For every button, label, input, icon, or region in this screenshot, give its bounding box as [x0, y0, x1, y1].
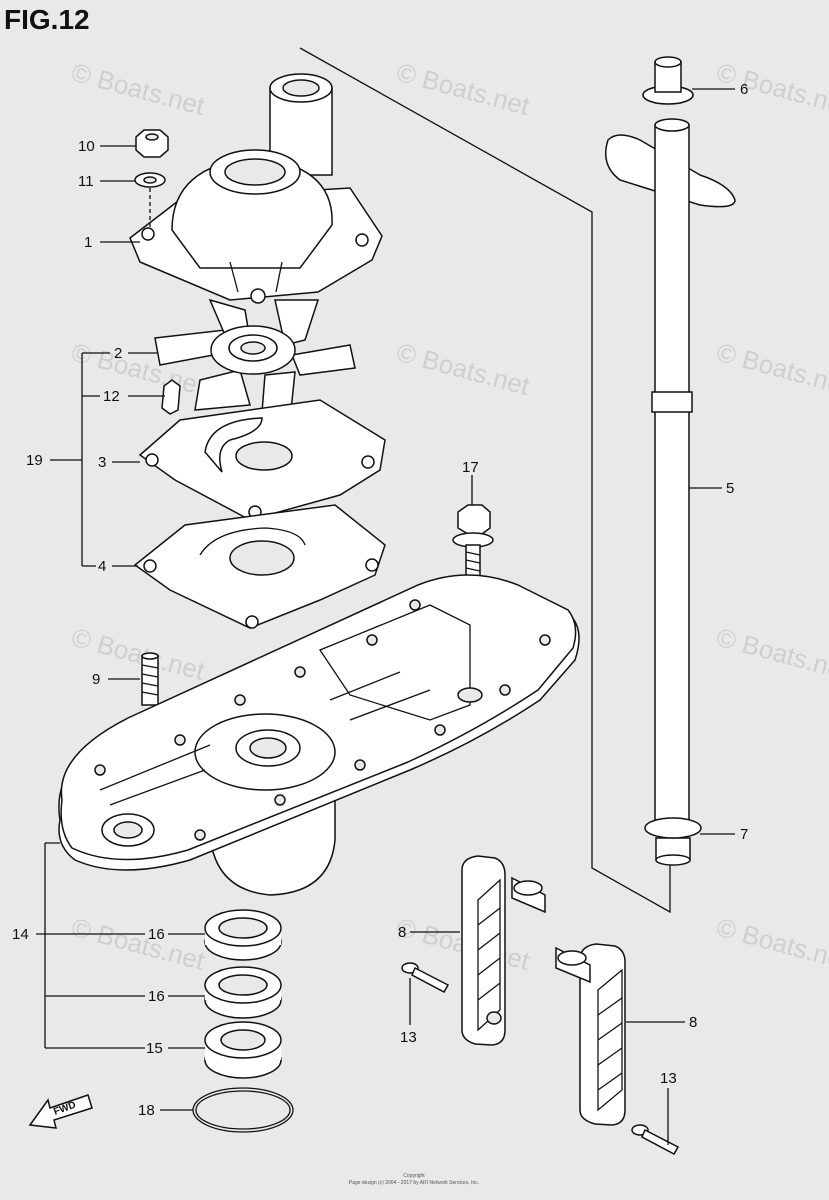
callout-16-lower: 16: [148, 988, 165, 1005]
lower-case-part-14: [58, 574, 580, 896]
callout-13-right: 13: [660, 1070, 677, 1087]
callout-17: 17: [462, 459, 479, 476]
key-part-12: [161, 379, 181, 415]
grommet-part-6: [642, 56, 694, 105]
callout-5: 5: [726, 480, 734, 497]
oil-seal-part-16-lower: [204, 966, 282, 1019]
callout-13-left: 13: [400, 1029, 417, 1046]
pin-part-9: [141, 652, 159, 706]
impeller-part-2: [154, 298, 356, 421]
callout-labels: 10 11 1 2 12 19 3 4 9 17 6 5 7 8 8 13 13…: [12, 81, 748, 1119]
screen-part-8-right: [555, 943, 626, 1126]
washer-part-11: [134, 172, 166, 188]
callout-18: 18: [138, 1102, 155, 1119]
watermark: © Boats.net: [68, 57, 208, 121]
plate-part-3: [138, 399, 386, 521]
assembly-reference-line: [299, 47, 671, 914]
grommet-part-7: [644, 817, 702, 866]
forward-arrow-icon: FWD: [28, 1094, 93, 1129]
pump-case-part-1: [129, 73, 383, 304]
screw-part-13-right: [631, 1124, 680, 1156]
watermark: © Boats.net: [393, 337, 533, 401]
watermark: © Boats.net: [713, 622, 829, 686]
footer-copyright: Copyright: [403, 1173, 425, 1179]
bolt-part-17: [452, 504, 494, 583]
callout-2: 2: [114, 345, 122, 362]
oil-seal-part-16-upper: [204, 909, 282, 961]
callout-7: 7: [740, 826, 748, 843]
callout-9: 9: [92, 671, 100, 688]
callout-4: 4: [98, 558, 106, 575]
figure-title: FIG.12: [4, 4, 90, 35]
screen-part-8-left: [461, 855, 546, 1046]
nut-part-10: [135, 129, 169, 158]
callout-3: 3: [98, 454, 106, 471]
callout-19: 19: [26, 452, 43, 469]
footer: Copyright Page design (c) 2004 - 2017 by…: [349, 1173, 479, 1186]
callout-14: 14: [12, 926, 29, 943]
callout-6: 6: [740, 81, 748, 98]
watermark: © Boats.net: [68, 622, 208, 686]
callout-16-upper: 16: [148, 926, 165, 943]
callout-11: 11: [78, 173, 94, 190]
screw-part-13-left: [401, 962, 450, 994]
callout-10: 10: [78, 138, 95, 155]
gasket-part-4: [133, 504, 386, 629]
callout-8-right: 8: [689, 1014, 697, 1031]
callout-8-left: 8: [398, 924, 406, 941]
callout-12: 12: [103, 388, 120, 405]
watermark: © Boats.net: [68, 912, 208, 976]
footer-page-design: Page design (c) 2004 - 2017 by ARI Netwo…: [349, 1180, 479, 1186]
o-ring-part-18: [192, 1087, 294, 1133]
watermark: © Boats.net: [713, 912, 829, 976]
watermark: © Boats.net: [713, 337, 829, 401]
leader-lines: [36, 88, 735, 1145]
callout-15: 15: [146, 1040, 163, 1057]
bearing-part-15: [204, 1021, 282, 1079]
water-tube-part-5: [605, 118, 736, 821]
callout-1: 1: [84, 234, 92, 251]
